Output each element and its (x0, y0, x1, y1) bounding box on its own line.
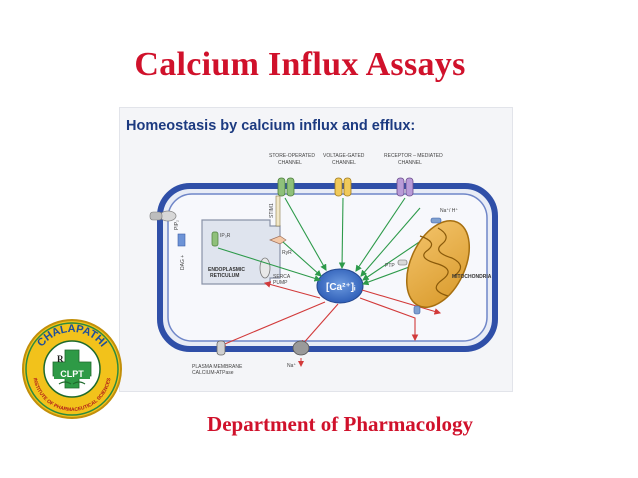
store-operated-channel (277, 177, 295, 197)
pmca-label-1: PLASMA MEMBRANE (192, 364, 243, 370)
serca-label-1: SERCA (273, 274, 291, 280)
gpcr-receptor (149, 210, 177, 222)
department-name: Department of Pharmacology (207, 412, 473, 436)
diagram-svg: Homeostasis by calcium influx and efflux… (126, 118, 498, 376)
voltage-gated-label-2: CHANNEL (332, 160, 356, 166)
mitochondria-label: MITOCHONDRIA (452, 274, 492, 280)
pmca-pump (216, 340, 226, 356)
er-label-1: ENDOPLASMIC (208, 267, 245, 273)
na-h-label: Na⁺/ H⁺ (440, 208, 458, 214)
pip2-label: PIP₂ (174, 220, 180, 230)
calcium-label: [Ca²⁺]ᵢ (326, 282, 356, 293)
er-label-2: RETICULUM (210, 273, 239, 279)
mito-uniporter (413, 305, 421, 315)
pmca-label-2: CALCIUM-ATPase (192, 370, 234, 376)
logo-mortar-icon (58, 381, 86, 385)
receptor-mediated-label-2: CHANNEL (398, 160, 422, 166)
store-operated-label-2: CHANNEL (278, 160, 302, 166)
stim1-protein (275, 195, 281, 227)
dag-label: DAG + (180, 255, 186, 270)
calcium-homeostasis-diagram: Homeostasis by calcium influx and efflux… (119, 107, 513, 392)
plc-protein (177, 233, 186, 247)
ip3-receptor (211, 231, 219, 247)
mitochondria (405, 220, 471, 308)
logo-center-band (54, 368, 90, 379)
receptor-mediated-label-1: RECEPTOR – MEDIATED (384, 153, 443, 159)
receptor-mediated-channel (396, 177, 414, 197)
voltage-gated-channel (334, 177, 352, 197)
ptp-pore (397, 259, 408, 266)
na-label: Na⁺ (287, 363, 296, 369)
efflux-arrows (218, 281, 442, 347)
store-operated-label-1: STORE-OPERATED (269, 153, 315, 159)
ryr-label: RyR (282, 250, 292, 256)
figure-heading: Homeostasis by calcium influx and efflux… (126, 118, 415, 134)
na-h-exchanger (430, 217, 442, 224)
serca-label-2: PUMP (273, 280, 288, 286)
voltage-gated-label-1: VOLTAGE-GATED (323, 153, 365, 159)
serca-pump (259, 257, 271, 279)
ptp-label: PTP (385, 263, 395, 269)
stim1-label: STIM1 (269, 203, 275, 218)
ncx-exchanger (292, 340, 310, 356)
logo-rx-icon: R (57, 354, 64, 364)
ryr-channel (269, 235, 287, 245)
institute-logo: CHALAPATHI INSTITUTE OF PHARMACEUTICAL S… (21, 318, 123, 420)
slide-title: Calcium Influx Assays (134, 46, 466, 83)
logo-center-text: CLPT (60, 369, 84, 379)
ip3r-label: IP₃R (220, 233, 231, 239)
